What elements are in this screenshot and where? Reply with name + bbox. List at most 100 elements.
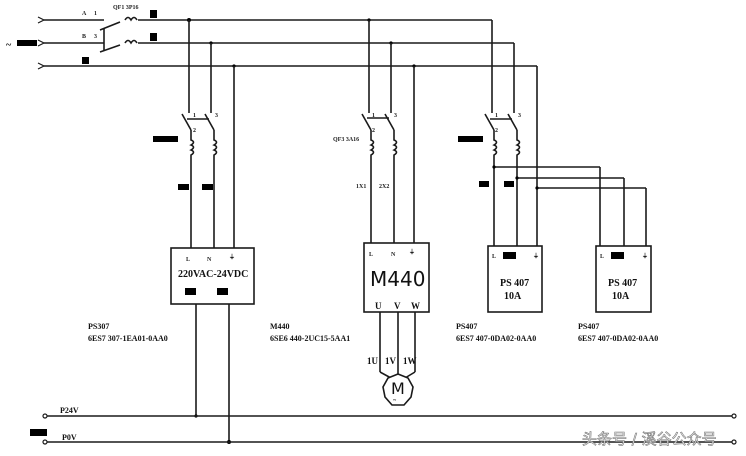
ps407-a-box-text: PS 407 <box>500 278 529 289</box>
breaker-blade <box>384 113 395 131</box>
ground-icon: ⏚ <box>642 253 648 260</box>
dc-bus: P24V P0V <box>30 406 737 445</box>
terminal-label: 1 <box>372 113 375 119</box>
switch-blade-2 <box>99 44 121 53</box>
redacted-block <box>178 184 189 190</box>
terminal-label: N <box>391 252 396 258</box>
redacted-block <box>17 40 37 46</box>
redacted-block <box>185 288 196 295</box>
terminal-label: 2 <box>495 128 498 134</box>
motor-terminal-1v: 1V <box>385 356 397 366</box>
terminal-connector-p0v-end <box>731 439 737 445</box>
breaker-coil <box>515 130 521 246</box>
terminal-label: L <box>600 254 604 260</box>
terminal-label: 2 <box>372 128 375 134</box>
ac-input: ~ <box>6 16 46 70</box>
terminal-connector-l3 <box>37 62 46 70</box>
main-breaker-label: QF1 3P16 <box>113 5 139 11</box>
breaker-coil <box>392 130 398 243</box>
output-u: U <box>375 301 382 311</box>
redacted-block <box>202 184 213 190</box>
ps407-a-name: PS407 <box>456 322 477 331</box>
redacted-block <box>504 181 514 187</box>
ps407-b-order-number: 6ES7 407-0DA02-0AA0 <box>578 334 658 343</box>
redacted-block <box>150 33 157 41</box>
ps307-order-number: 6ES7 307-1EA01-0AA0 <box>88 334 168 343</box>
pole-label-a: A <box>82 11 87 17</box>
terminal-label: L <box>186 257 190 263</box>
ps407-b-name: PS407 <box>578 322 599 331</box>
breaker-blade <box>507 113 518 131</box>
redacted-block <box>217 288 228 295</box>
breaker-blade <box>361 113 372 131</box>
wire-label: 2X2 <box>379 184 389 190</box>
ps307-box-text: 220VAC-24VDC <box>178 269 248 280</box>
thermal-coil-1 <box>124 16 138 22</box>
redacted-block <box>153 136 178 142</box>
motor-symbol <box>382 373 414 406</box>
terminal-connector-p0v <box>42 439 48 445</box>
redacted-block <box>30 429 47 436</box>
motor-letter: M <box>391 379 405 398</box>
redacted-block <box>82 57 89 64</box>
breaker-blade <box>204 113 215 131</box>
m440-name: M440 <box>270 322 290 331</box>
breaker-coil <box>189 130 195 248</box>
watermark: 头条号 / 溪谷公众号 <box>582 430 717 448</box>
branch-ps307: 1 3 2 L N ⏚ 220VAC-24VDC PS307 6ES7 307-… <box>88 20 255 444</box>
ps307-name: PS307 <box>88 322 109 331</box>
redacted-block <box>503 252 516 259</box>
ac-symbol: ~ <box>6 40 12 51</box>
ps407-a-order-number: 6ES7 407-0DA02-0AA0 <box>456 334 536 343</box>
branch-ps407: 1 3 2 L ⏚ PS 407 10A PS407 6ES7 407-0DA0… <box>456 20 658 343</box>
breaker-blade <box>181 113 192 131</box>
terminal-label: 3 <box>394 113 397 119</box>
pole-label-b: B <box>82 34 86 40</box>
breaker-coil <box>492 130 498 246</box>
junction-dot <box>492 165 496 169</box>
motor-terminal-1w: 1W <box>403 356 417 366</box>
terminal-label: 2 <box>193 128 196 134</box>
p0v-label: P0V <box>62 433 77 442</box>
ground-icon: ⏚ <box>229 254 235 261</box>
terminal-connector-l2 <box>37 39 46 47</box>
junction-dot <box>535 186 539 190</box>
m440-order-number: 6SE6 440-2UC15-5AA1 <box>270 334 350 343</box>
terminal-label: N <box>207 257 212 263</box>
terminal-connector-l1 <box>37 16 46 24</box>
p24v-label: P24V <box>60 406 79 415</box>
terminal-label: 3 <box>94 34 97 40</box>
main-bus <box>44 19 537 67</box>
wire-label: 1X1 <box>356 184 366 190</box>
redacted-block <box>150 10 157 18</box>
breaker-coil <box>369 130 375 243</box>
motor-terminal-1u: 1U <box>367 356 379 366</box>
junction-dot <box>515 176 519 180</box>
breaker-coil <box>212 130 218 248</box>
switch-blade-1 <box>99 21 121 31</box>
breaker-blade <box>484 113 495 131</box>
terminal-label: L <box>492 254 496 260</box>
redacted-block <box>479 181 489 187</box>
output-v: V <box>394 301 401 311</box>
redacted-block <box>611 252 624 259</box>
terminal-label: 3 <box>215 113 218 119</box>
thermal-coil-2 <box>124 39 138 45</box>
ps407-a-rating: 10A <box>504 291 522 302</box>
main-breaker: A 1 B 3 QF1 3P16 <box>82 5 157 64</box>
ground-icon: ⏚ <box>409 249 415 256</box>
ps407-b-rating: 10A <box>612 291 630 302</box>
terminal-label: L <box>369 252 373 258</box>
ps307-device <box>170 247 255 305</box>
redacted-block <box>458 136 483 142</box>
terminal-connector-p24v <box>42 413 48 419</box>
terminal-label: 1 <box>495 113 498 119</box>
ground-icon: ⏚ <box>533 253 539 260</box>
ps407-b-box-text: PS 407 <box>608 278 637 289</box>
ac-symbol: ~ <box>393 398 397 404</box>
m440-box-text: M440 <box>370 267 425 291</box>
m440-device <box>363 242 430 313</box>
output-w: W <box>411 301 420 311</box>
m440-breaker-label: QF3 3A16 <box>333 137 359 143</box>
